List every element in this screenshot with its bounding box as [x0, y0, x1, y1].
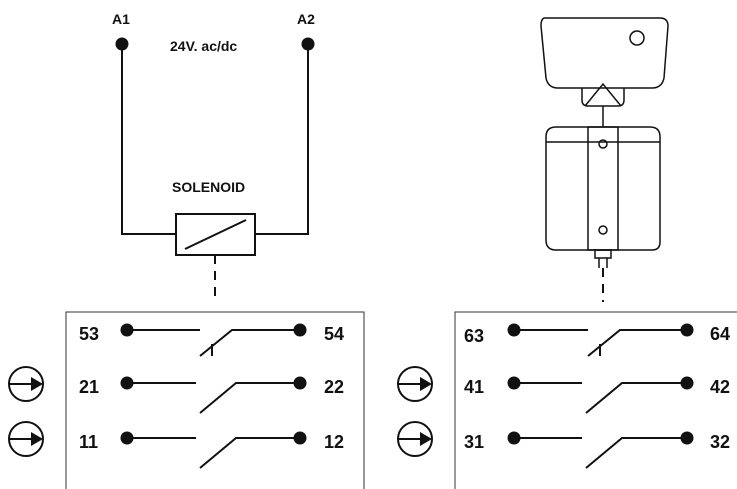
contact-53-54: 53 54	[79, 323, 344, 357]
terminal-a1-label: A1	[112, 11, 130, 27]
key-hole	[629, 30, 645, 46]
terminal-41-label: 41	[464, 377, 484, 397]
terminal-53-label: 53	[79, 324, 99, 344]
blade-42	[585, 382, 687, 414]
slot-hole-bottom	[598, 225, 608, 235]
safety-key-icon	[540, 17, 669, 302]
contact-41-42: 41 42	[464, 376, 730, 414]
right-contact-block: 63 64 41 42 31 32	[397, 311, 737, 489]
blade-32	[585, 437, 687, 469]
terminal-42-label: 42	[710, 377, 730, 397]
positive-opening-head-31	[420, 432, 432, 446]
solenoid-label: SOLENOID	[172, 179, 245, 195]
positive-opening-head-41	[420, 377, 432, 391]
solenoid-coil	[175, 213, 256, 256]
blade-12	[199, 437, 300, 469]
right-block-frame	[454, 311, 737, 489]
terminal-63-label: 63	[464, 326, 484, 346]
terminal-12-label: 12	[324, 432, 344, 452]
terminal-64-label: 64	[710, 324, 730, 344]
wire-a2	[255, 44, 309, 235]
positive-opening-arrow-icon	[8, 421, 44, 457]
plunger-head	[594, 249, 612, 259]
coil-diagonal	[184, 219, 247, 250]
left-contact-block: 53 54 21 22 11 12	[8, 311, 365, 489]
positive-opening-arrow-icon	[397, 421, 433, 457]
terminal-54-label: 54	[324, 324, 344, 344]
key-shank	[581, 88, 625, 107]
key-slot	[587, 126, 619, 251]
contact-21-22: 21 22	[79, 376, 344, 414]
positive-opening-head-11	[31, 432, 43, 446]
switch-housing	[545, 126, 661, 251]
contact-63-64: 63 64	[464, 323, 730, 357]
positive-opening-arrow-icon	[8, 366, 44, 402]
blade-22	[199, 382, 300, 414]
solenoid-circuit: A1 A2 24V. ac/dc SOLENOID	[112, 11, 315, 302]
terminal-21-label: 21	[79, 377, 99, 397]
key-tip	[584, 82, 622, 107]
contact-31-32: 31 32	[464, 431, 730, 469]
terminal-11-label: 11	[79, 432, 98, 452]
terminal-31-label: 31	[464, 432, 484, 452]
left-block-frame	[65, 311, 365, 489]
positive-opening-arrow-icon	[397, 366, 433, 402]
voltage-label: 24V. ac/dc	[170, 38, 237, 54]
key-bow	[540, 17, 669, 89]
terminal-a2-label: A2	[297, 11, 315, 27]
positive-opening-head-21	[31, 377, 43, 391]
blade-54	[199, 329, 300, 357]
slot-hole-top	[598, 139, 608, 149]
wire-a1	[121, 44, 176, 235]
contact-11-12: 11 12	[79, 431, 344, 469]
blade-64	[587, 329, 687, 357]
terminal-32-label: 32	[710, 432, 730, 452]
terminal-22-label: 22	[324, 377, 344, 397]
